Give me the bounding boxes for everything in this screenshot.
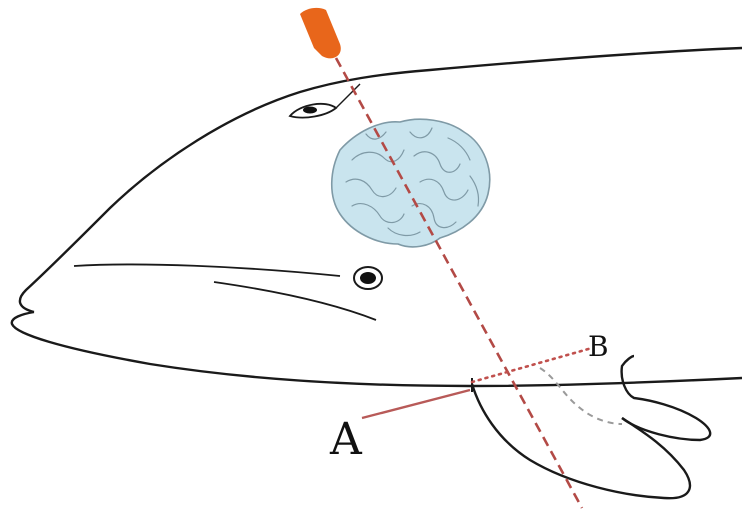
orange-probe-icon — [300, 8, 341, 58]
blowhole — [290, 84, 360, 118]
eye — [354, 267, 382, 289]
label-b: B — [588, 330, 609, 363]
brain-icon — [332, 119, 490, 247]
dotted-line-b — [472, 348, 592, 382]
label-a: A — [329, 414, 363, 465]
belly-outline — [470, 378, 742, 386]
hidden-fin-dashed — [540, 368, 622, 424]
mouth-curve — [214, 282, 376, 320]
line-a — [362, 390, 470, 418]
flipper-outline — [472, 384, 690, 498]
lower-jaw-outline — [12, 312, 470, 386]
mouth-line — [74, 264, 340, 276]
